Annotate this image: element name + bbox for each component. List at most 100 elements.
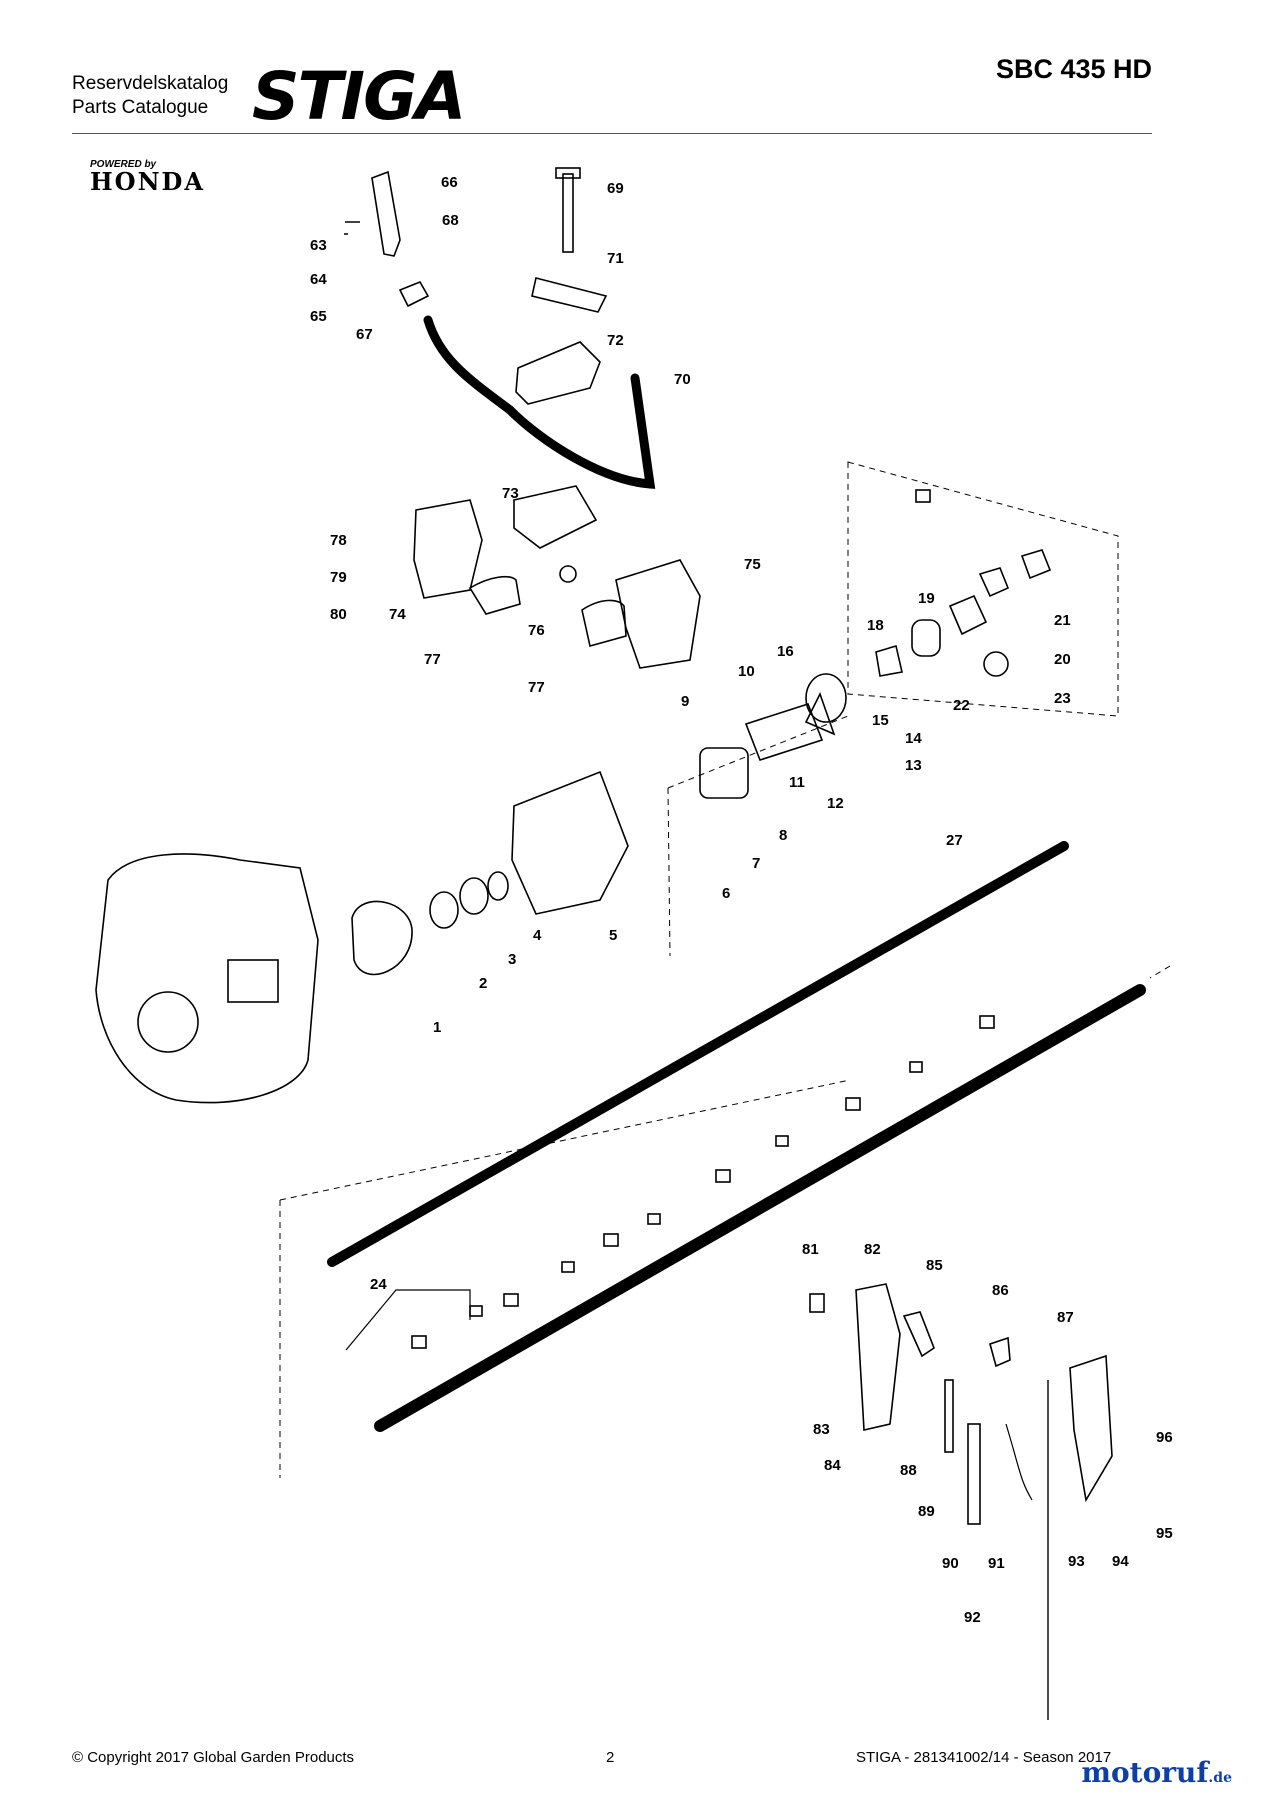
part-73-clamp-half	[513, 485, 598, 549]
part-18-clip	[875, 644, 903, 677]
part-70-handlebar	[423, 315, 656, 489]
part-27-drive-shaft	[327, 841, 1069, 1267]
part-label: 5	[609, 927, 617, 944]
part-9-bushing	[699, 747, 749, 799]
part-label: 7	[752, 855, 760, 872]
part-label: 83	[813, 1421, 830, 1438]
copyright-notice: © Copyright 2017 Global Garden Products	[72, 1749, 355, 1766]
stiga-logo: STIGA	[252, 58, 466, 135]
part-label: 71	[607, 250, 624, 267]
part-label: 72	[607, 332, 624, 349]
catalogue-title: Reservdelskatalog Parts Catalogue	[72, 72, 228, 120]
part-label: 8	[779, 827, 787, 844]
part-24-tube	[374, 984, 1146, 1432]
part-24-bracket-lines	[345, 1289, 471, 1351]
part-93-handle-half	[1069, 1354, 1113, 1503]
part-label: 6	[722, 885, 730, 902]
part-label: 12	[827, 795, 844, 812]
part-label: 76	[528, 622, 545, 639]
catalogue-title-se: Reservdelskatalog	[72, 73, 229, 94]
part-81-switch	[809, 1293, 825, 1313]
part-21-clip-a	[978, 567, 1010, 598]
watermark-main: motoruf	[1081, 1756, 1209, 1789]
part-label: 84	[824, 1457, 841, 1474]
part-label: 85	[926, 1257, 943, 1274]
part-72-clamp-top	[515, 341, 601, 405]
part-label: 78	[330, 532, 347, 549]
part-label: 87	[1057, 1309, 1074, 1326]
part-label: 67	[356, 326, 373, 343]
part-label: 21	[1054, 612, 1071, 629]
part-label: 65	[310, 308, 327, 325]
part-label: 64	[310, 271, 327, 288]
part-label: 27	[946, 832, 963, 849]
part-5-clutch-housing	[511, 770, 629, 915]
part-label: 22	[953, 697, 970, 714]
part-label: 80	[330, 606, 347, 623]
part-label: 95	[1156, 1525, 1173, 1542]
part-label: 19	[918, 590, 935, 607]
part-label: 63	[310, 237, 327, 254]
part-20-ring	[983, 651, 1009, 677]
part-label: 94	[1112, 1553, 1129, 1570]
honda-logo: POWERED by HONDA	[90, 160, 205, 194]
page-number: 2	[606, 1749, 615, 1766]
part-90-spring	[967, 1423, 981, 1525]
part-label: 90	[942, 1555, 959, 1572]
part-label: 69	[607, 180, 624, 197]
part-label: 15	[872, 712, 889, 729]
dashed-shaft-outline	[279, 965, 1171, 1478]
part-label: 73	[502, 485, 519, 502]
part-1-clutch-drum	[351, 900, 413, 976]
header-divider	[72, 133, 1152, 134]
part-label: 75	[744, 556, 761, 573]
powered-by-text: POWERED by	[90, 159, 157, 170]
part-63-screw	[344, 221, 360, 235]
dashed-guide	[667, 715, 849, 957]
part-21-clip-b	[1020, 549, 1052, 580]
part-66-handle-grip	[371, 170, 401, 257]
part-label: 14	[905, 730, 922, 747]
part-82-handle-half	[855, 1283, 901, 1431]
part-16-plate	[804, 691, 836, 736]
part-label: 68	[442, 212, 459, 229]
part-label: 23	[1054, 690, 1071, 707]
part-label: 11	[789, 774, 805, 791]
part-label: 10	[738, 663, 755, 680]
part-label: 24	[370, 1276, 387, 1293]
part-label: 96	[1156, 1429, 1173, 1446]
part-label: 92	[964, 1609, 981, 1626]
part-85-throttle-trigger	[902, 1311, 935, 1358]
part-91-cable	[1005, 1423, 1033, 1501]
part-71-wing-knob	[531, 277, 608, 313]
part-label: 20	[1054, 651, 1071, 668]
part-label: 77	[528, 679, 545, 696]
part-label: 18	[867, 617, 884, 634]
shaft-bushings	[411, 1015, 995, 1349]
part-label-layer: 1 2 3 4 5 6 7 8 9 10 11 12 13 14 15 16 1…	[310, 174, 1173, 1626]
part-16-gasket	[805, 673, 847, 723]
part-3-bearing	[459, 877, 489, 915]
part-label: 86	[992, 1282, 1009, 1299]
part-label: 9	[681, 693, 689, 710]
part-label: 74	[389, 606, 406, 623]
part-label: 2	[479, 975, 487, 992]
watermark-tld: .de	[1208, 1770, 1232, 1786]
part-label: 89	[918, 1503, 935, 1520]
motoruf-watermark: motoruf.de	[1081, 1756, 1232, 1789]
part-label: 3	[508, 951, 516, 968]
part-spacer	[915, 489, 931, 503]
part-67-clip	[398, 280, 430, 308]
part-76-nut	[559, 565, 577, 583]
honda-brand-text: HONDA	[90, 167, 205, 196]
part-69-bolt	[562, 173, 574, 253]
part-label: 82	[864, 1241, 881, 1258]
engine-recoil-starter	[137, 991, 199, 1053]
part-drawings	[95, 167, 1171, 1720]
part-89-lever	[944, 1379, 954, 1453]
part-label: 16	[777, 643, 794, 660]
part-74-clamp-half	[413, 499, 483, 599]
part-label: 79	[330, 569, 347, 586]
part-10-sleeve	[744, 703, 824, 761]
